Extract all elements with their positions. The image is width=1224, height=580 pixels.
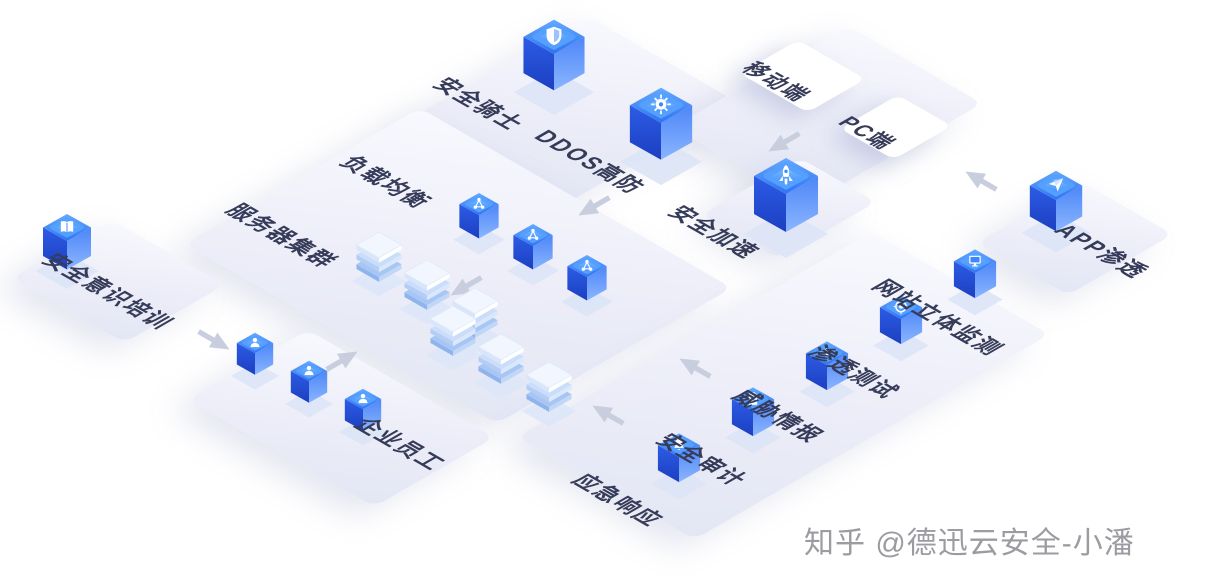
load-balancer-cube — [560, 250, 614, 319]
load-balancer-cube — [506, 219, 560, 288]
flow-arrow-apppentest-to-clients — [957, 159, 1003, 201]
book-icon — [60, 221, 74, 233]
load-balancer-cube — [452, 188, 506, 257]
employee-cube — [230, 328, 280, 392]
server-stack — [520, 354, 578, 428]
employee-cube — [284, 356, 334, 420]
website-monitor-cube — [946, 244, 1004, 318]
layers-icon — [522, 362, 577, 426]
security-knight-cube — [512, 12, 596, 119]
watermark-text: 知乎 @德迅云安全-小潘 — [804, 527, 1135, 560]
